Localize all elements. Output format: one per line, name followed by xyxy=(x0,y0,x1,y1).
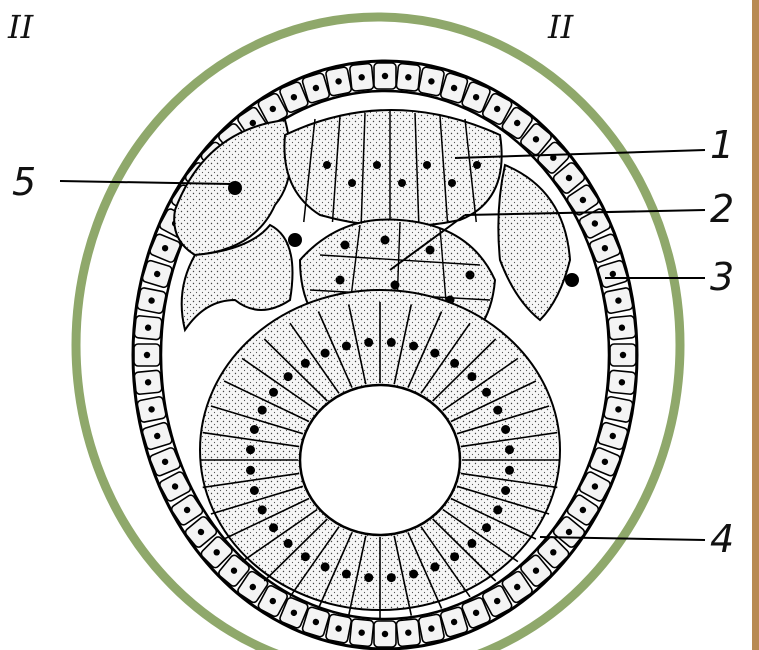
yolk-cell-nucleus xyxy=(387,573,396,582)
cluster-cell-nucleus xyxy=(391,281,400,290)
trophoblast-cell xyxy=(603,396,633,423)
yolk-cell-nucleus xyxy=(467,539,476,548)
yolk-cell-nucleus xyxy=(284,539,293,548)
trophoblast-cell xyxy=(134,315,162,339)
section-mark-left: II xyxy=(7,8,35,46)
yolk-cell-nucleus xyxy=(269,388,278,397)
dome-cell-nucleus xyxy=(323,161,331,169)
trophoblast-cell xyxy=(134,344,160,366)
cluster-cell-nucleus xyxy=(381,236,390,245)
cluster-cell-nucleus xyxy=(336,276,345,285)
trophoblast-cell xyxy=(396,619,420,647)
dome-cell-nucleus xyxy=(423,161,431,169)
yolk-cell-nucleus xyxy=(450,359,459,368)
yolk-cell-nucleus xyxy=(430,562,439,571)
yolk-cell-nucleus xyxy=(364,573,373,582)
yolk-cell-nucleus xyxy=(493,406,502,415)
yolk-cell-nucleus xyxy=(246,466,255,475)
yolk-cell-nucleus xyxy=(301,359,310,368)
trophoblast-cell xyxy=(137,287,167,314)
yolk-cell-nucleus xyxy=(501,425,510,434)
label-3: 3 xyxy=(710,255,734,299)
trophoblast-cell xyxy=(374,63,396,89)
trophoblast-cell xyxy=(137,396,167,423)
label-5: 5 xyxy=(12,160,36,204)
yolk-cell-nucleus xyxy=(301,552,310,561)
yolk-cell-nucleus xyxy=(505,466,514,475)
trophoblast-cell xyxy=(610,344,636,366)
yolk-cell-nucleus xyxy=(467,372,476,381)
yolk-cell-nucleus xyxy=(284,372,293,381)
yolk-cell-nucleus xyxy=(501,486,510,495)
dome-cell-nucleus xyxy=(448,179,456,187)
yolk-cell-nucleus xyxy=(258,505,267,514)
trophoblast-cell xyxy=(396,63,420,91)
yolk-cell-nucleus xyxy=(321,562,330,571)
trophoblast-cell xyxy=(374,621,396,647)
yolk-cell-nucleus xyxy=(409,570,418,579)
yolk-cell-nucleus xyxy=(387,338,396,347)
yolk-cell-nucleus xyxy=(246,445,255,454)
cluster-cell-nucleus xyxy=(341,241,350,250)
yolk-cell-nucleus xyxy=(505,445,514,454)
yolk-cell-nucleus xyxy=(269,523,278,532)
yolk-cell-nucleus xyxy=(482,388,491,397)
yolk-cell-nucleus xyxy=(342,342,351,351)
label-2: 2 xyxy=(710,187,734,231)
dome-cell-nucleus xyxy=(373,161,381,169)
dome-cell-nucleus xyxy=(473,161,481,169)
yolk-cell-nucleus xyxy=(258,406,267,415)
trophoblast-cell xyxy=(325,67,352,97)
yolk-cell-nucleus xyxy=(430,349,439,358)
large-cell-nucleus xyxy=(565,273,579,287)
trophoblast-cell xyxy=(134,370,162,394)
yolk-cell-nucleus xyxy=(321,349,330,358)
trophoblast-cell xyxy=(608,370,636,394)
yolk-cell-nucleus xyxy=(250,486,259,495)
yolk-cell-nucleus xyxy=(409,342,418,351)
yolk-cell-nucleus xyxy=(493,505,502,514)
dome-cell-nucleus xyxy=(398,179,406,187)
cluster-cell-nucleus xyxy=(426,246,435,255)
yolk-cell-nucleus xyxy=(450,552,459,561)
large-cell-nucleus xyxy=(288,233,302,247)
label-1: 1 xyxy=(710,123,734,167)
section-mark-right: II xyxy=(547,8,575,46)
trophoblast-cell xyxy=(349,619,373,647)
trophoblast-cell xyxy=(608,315,636,339)
yolk-cell-nucleus xyxy=(342,570,351,579)
cluster-cell-nucleus xyxy=(466,271,475,280)
yolk-cell-nucleus xyxy=(482,523,491,532)
large-cell-nucleus xyxy=(228,181,242,195)
amnion-dome xyxy=(284,110,501,226)
trophoblast-cell xyxy=(349,63,373,91)
yolk-cell-nucleus xyxy=(250,425,259,434)
trophoblast-cell xyxy=(418,614,445,644)
edge-strip xyxy=(752,0,759,650)
trophoblast-cell xyxy=(604,287,634,314)
label-4: 4 xyxy=(710,517,734,561)
yolk-cell-nucleus xyxy=(364,338,373,347)
dome-cell-nucleus xyxy=(348,179,356,187)
